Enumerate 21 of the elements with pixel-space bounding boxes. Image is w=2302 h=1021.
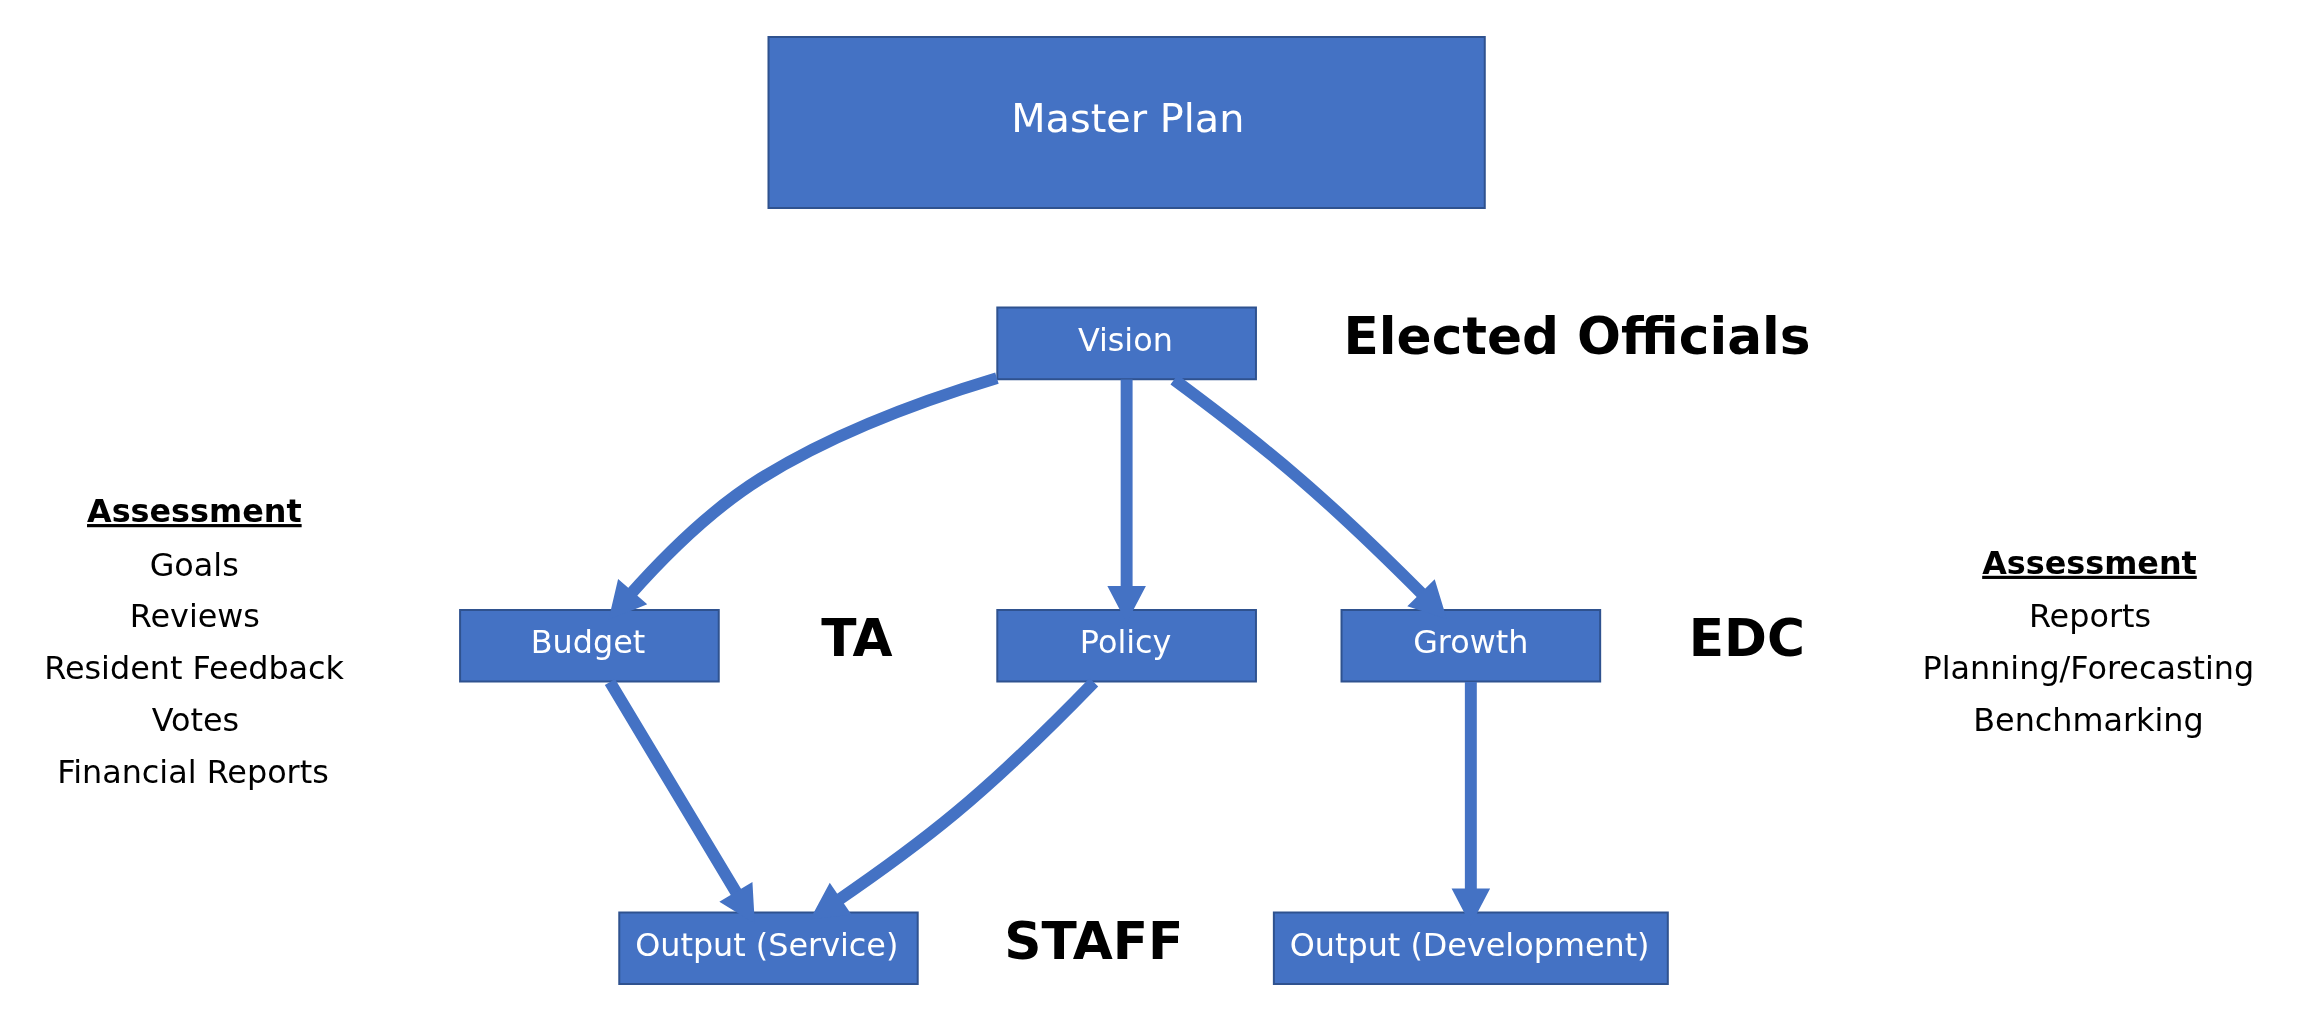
label: TA [821, 608, 893, 669]
label: Resident Feedback [44, 649, 345, 688]
label: Elected Officials [1343, 305, 1811, 366]
label: Reviews [129, 597, 260, 636]
label: Planning/Forecasting [1922, 649, 2255, 688]
label: Goals [149, 545, 239, 584]
label: Reports [2028, 597, 2152, 636]
label: Benchmarking [1973, 700, 2204, 739]
node-box: Budget [459, 609, 720, 683]
label: STAFF [1004, 910, 1184, 971]
label: Assessment [87, 492, 302, 531]
node-box: Output (Development) [1272, 911, 1669, 986]
node-box: Vision [996, 306, 1257, 381]
label: Financial Reports [57, 752, 329, 791]
label: Votes [151, 700, 240, 739]
node-box: Policy [996, 609, 1257, 683]
node-box: Growth [1340, 609, 1602, 683]
label: EDC [1688, 608, 1805, 669]
label: Assessment [1982, 543, 2197, 582]
node-box: Master Plan [767, 35, 1486, 210]
node-box: Output (Service) [618, 911, 919, 986]
